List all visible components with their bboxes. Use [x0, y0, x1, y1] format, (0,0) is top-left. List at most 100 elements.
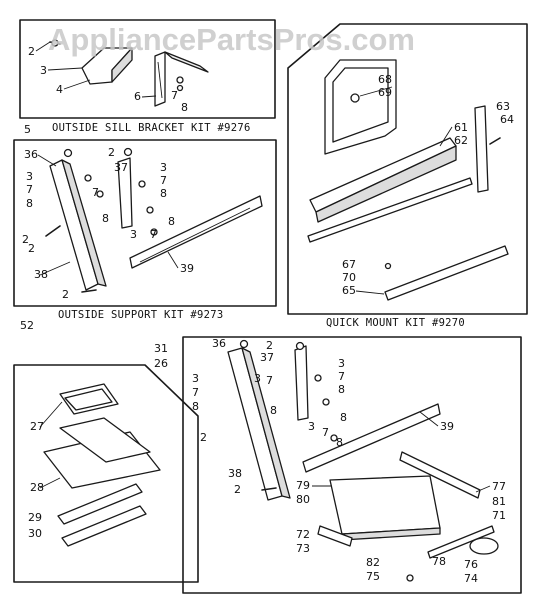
panel-outlines: [13, 19, 528, 594]
sill-bracket-parts: [49, 39, 209, 107]
label-37b: 37: [260, 351, 274, 364]
label-3e: 3: [192, 372, 199, 385]
nut: [96, 190, 104, 198]
label-3h: 3: [308, 420, 315, 433]
label-67: 67: [342, 258, 356, 271]
leader: [439, 126, 453, 147]
label-70: 70: [342, 271, 356, 284]
label-3b: 3: [26, 170, 33, 183]
slide-rail: [399, 451, 481, 499]
label-7f: 7: [192, 386, 199, 399]
label-7e: 7: [150, 228, 157, 241]
label-31: 31: [154, 342, 168, 355]
label-65: 65: [342, 284, 356, 297]
full-support-parts: [227, 339, 499, 582]
label-8h: 8: [338, 383, 345, 396]
label-75: 75: [366, 570, 380, 583]
label-7d: 7: [92, 186, 99, 199]
label-4: 4: [56, 83, 63, 96]
coil-seal: [469, 537, 499, 555]
label-76: 76: [464, 558, 478, 571]
bottom-rail: [384, 245, 509, 301]
label-2g: 2: [200, 431, 207, 444]
screw: [45, 225, 61, 237]
label-8g: 8: [270, 404, 277, 417]
label-7b: 7: [26, 183, 33, 196]
label-82: 82: [366, 556, 380, 569]
side-post: [474, 105, 489, 193]
label-8i: 8: [340, 411, 347, 424]
knob: [350, 93, 360, 103]
label-64: 64: [500, 113, 514, 126]
label-73: 73: [296, 542, 310, 555]
label-3c: 3: [160, 161, 167, 174]
label-7h: 7: [338, 370, 345, 383]
leader: [141, 95, 157, 98]
support-kit-title: OUTSIDE SUPPORT KIT #9273: [58, 309, 224, 321]
top-channel-side: [315, 145, 457, 223]
label-81: 81: [492, 495, 506, 508]
seal-kit-panel: [13, 364, 199, 583]
label-29: 29: [28, 511, 42, 524]
leader: [35, 41, 51, 52]
foam-block: [317, 525, 353, 547]
nut: [322, 398, 330, 406]
leader: [39, 401, 63, 428]
washer: [406, 574, 414, 582]
label-39b: 39: [440, 420, 454, 433]
washer: [176, 84, 184, 92]
leader: [359, 86, 393, 97]
leader-lines: [35, 41, 491, 493]
screw: [384, 262, 392, 270]
nut: [176, 76, 184, 84]
foam-pad-top: [59, 417, 151, 463]
angle-strip: [307, 177, 473, 243]
label-61: 61: [454, 121, 468, 134]
support-rail: [302, 403, 441, 473]
full-support-panel: [182, 336, 522, 594]
sill-kit-title: OUTSIDE SILL BRACKET KIT #9276: [52, 122, 251, 134]
label-69: 69: [378, 86, 392, 99]
label-2e: 2: [62, 288, 69, 301]
label-3f: 3: [254, 372, 261, 385]
label-6: 6: [134, 90, 141, 103]
watermark-logo: AppliancePartsPros.com: [48, 22, 415, 57]
label-5: 5: [24, 123, 31, 136]
label-79: 79: [296, 479, 310, 492]
label-8j: 8: [336, 436, 343, 449]
bracket-slot: [157, 61, 163, 99]
label-77: 77: [492, 480, 506, 493]
quick-mount-title: QUICK MOUNT KIT #9270: [326, 317, 465, 329]
leader: [419, 411, 439, 427]
label-68: 68: [378, 73, 392, 86]
leader: [167, 251, 179, 269]
gasket-inner: [64, 388, 113, 411]
nut: [138, 180, 146, 188]
screw-head: [51, 39, 59, 47]
label-62: 62: [454, 134, 468, 147]
frame-opening: [332, 67, 389, 143]
label-2d: 2: [28, 242, 35, 255]
label-36: 36: [24, 148, 38, 161]
nut: [84, 174, 92, 182]
quick-mount-panel: [287, 23, 528, 315]
label-52: 52: [20, 319, 34, 332]
label-37: 37: [114, 161, 128, 174]
label-2c: 2: [22, 233, 29, 246]
quick-mount-parts: [307, 59, 509, 301]
screw: [81, 289, 97, 293]
nut: [150, 228, 158, 236]
support-arm-side: [61, 159, 107, 287]
sill-kit-panel: [19, 19, 276, 119]
label-7c: 7: [160, 174, 167, 187]
rail-groove: [139, 207, 251, 263]
label-38b: 38: [228, 467, 242, 480]
label-72: 72: [296, 528, 310, 541]
screw: [261, 487, 277, 491]
support-rail: [129, 195, 263, 269]
label-71: 71: [492, 509, 506, 522]
label-7i: 7: [322, 426, 329, 439]
label-3d: 3: [130, 228, 137, 241]
label-8f: 8: [192, 400, 199, 413]
